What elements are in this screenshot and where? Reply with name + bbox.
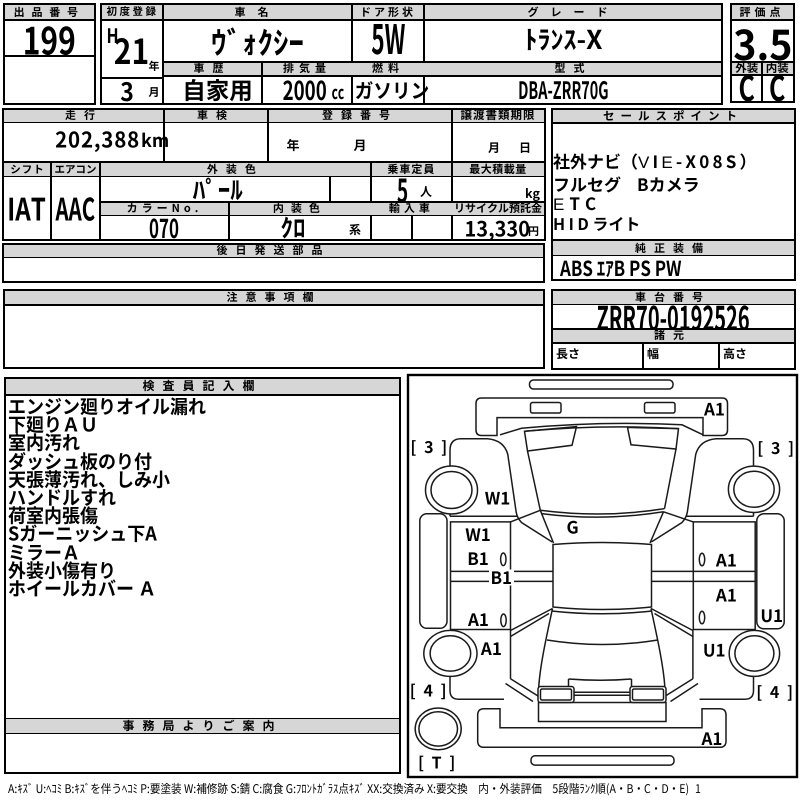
svg-text:U1: U1 xyxy=(703,636,726,661)
svg-text:A1: A1 xyxy=(715,582,737,607)
svg-text:B1: B1 xyxy=(467,545,489,570)
svg-text:[ 4 ]: [ 4 ] xyxy=(410,678,447,702)
svg-text:A1: A1 xyxy=(467,606,489,631)
svg-text:[ 4 ]: [ 4 ] xyxy=(756,679,793,703)
svg-text:[ 3 ]: [ 3 ] xyxy=(757,435,794,459)
svg-text:A1: A1 xyxy=(703,395,725,420)
svg-text:W1: W1 xyxy=(465,521,491,546)
svg-text:G: G xyxy=(566,513,578,538)
svg-text:A1: A1 xyxy=(715,546,737,571)
svg-text:W1: W1 xyxy=(485,485,511,510)
svg-text:A1: A1 xyxy=(701,725,723,750)
svg-text:[ T ]: [ T ] xyxy=(418,750,455,774)
svg-text:U1: U1 xyxy=(760,602,783,627)
svg-text:B1: B1 xyxy=(490,564,512,589)
svg-text:[ 3 ]: [ 3 ] xyxy=(410,434,447,458)
svg-text:A1: A1 xyxy=(480,635,502,660)
